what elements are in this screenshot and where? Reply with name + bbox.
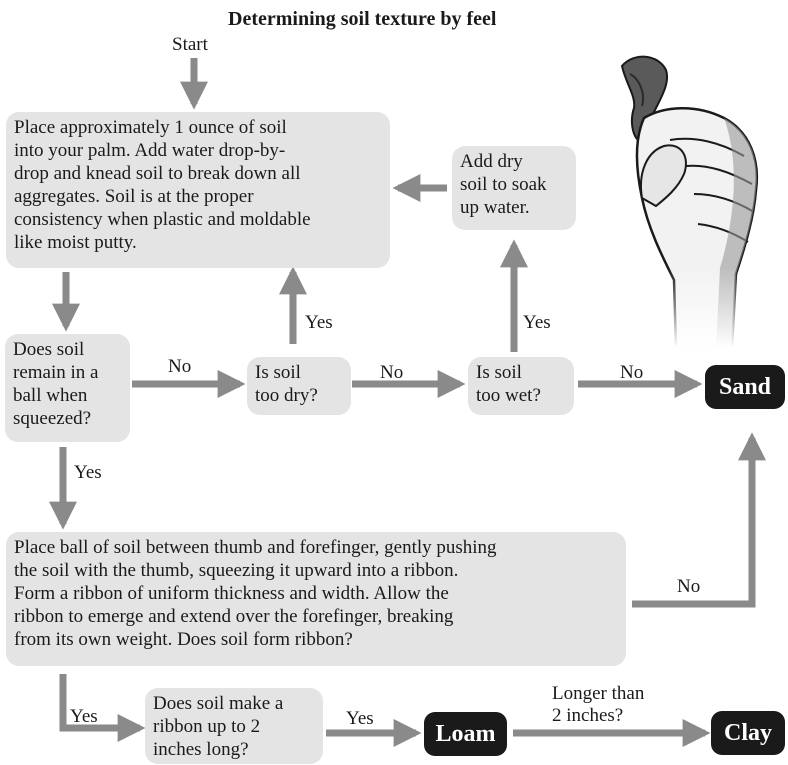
hand-squeezing-soil-icon <box>620 55 764 348</box>
clay-result: Clay <box>711 711 785 755</box>
start-label: Start <box>172 34 208 55</box>
page-title: Determining soil texture by feel <box>228 8 497 30</box>
arrow-ribbon-yes <box>59 674 146 742</box>
too-dry-box: Is soil too dry? <box>247 357 351 415</box>
remain-ball-box: Does soil remain in a ball when squeezed… <box>5 334 130 442</box>
too-wet-box: Is soil too wet? <box>468 357 574 415</box>
sand-result: Sand <box>705 365 785 409</box>
ribbon-yes-label: Yes <box>70 706 98 727</box>
wet-no-label: No <box>620 362 644 383</box>
ribbon-length-box: Does soil make a ribbon up to 2 inches l… <box>145 688 323 764</box>
dry-no-label: No <box>380 362 404 383</box>
add-dry-soil-box: Add dry soil to soak up water. <box>452 146 576 230</box>
ball-no-label: No <box>168 356 192 377</box>
length-yes-label: Yes <box>346 708 374 729</box>
place-soil-box: Place approximately 1 ounce of soil into… <box>6 112 390 268</box>
longer-than-label: Longer than 2 inches? <box>552 683 645 726</box>
ball-yes-label: Yes <box>74 462 102 483</box>
dry-yes-label: Yes <box>305 312 333 333</box>
ribbon-box: Place ball of soil between thumb and for… <box>6 532 626 666</box>
wet-yes-label: Yes <box>523 312 551 333</box>
arrow-ribbon-no <box>632 432 766 608</box>
loam-result: Loam <box>424 712 507 756</box>
ribbon-no-label: No <box>677 576 701 597</box>
